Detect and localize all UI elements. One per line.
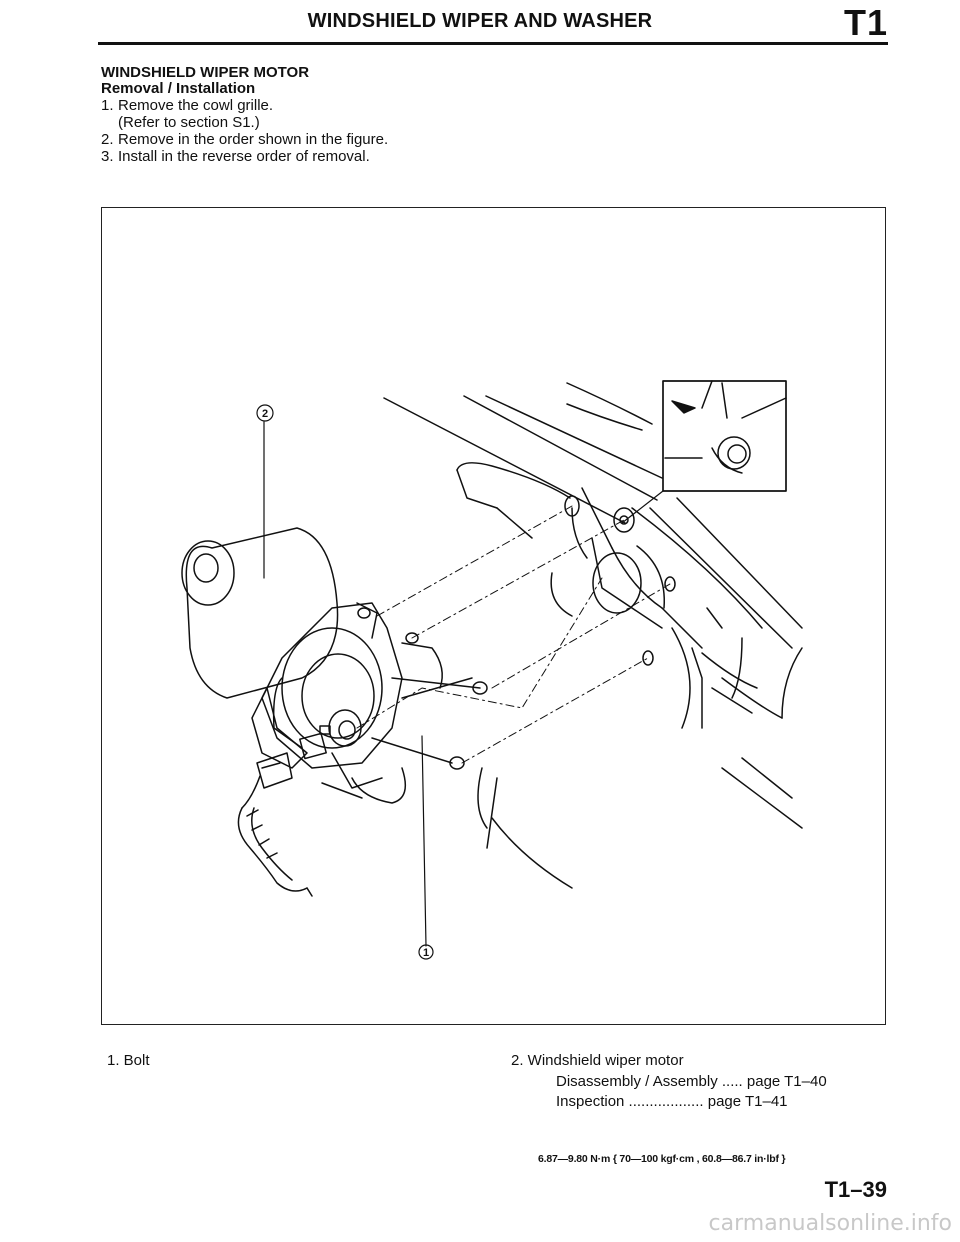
- mounting-holes: [550, 495, 676, 666]
- section-subtitle: Removal / Installation: [101, 80, 256, 97]
- torque-spec: 6.87—9.80 N·m { 70—100 kgf·cm , 60.8—86.…: [538, 1153, 786, 1165]
- legend-ref-inspection: Inspection .................. page T1–41: [556, 1093, 788, 1110]
- wire-harness: [237, 752, 313, 897]
- legend-item-wiper-motor: 2. Windshield wiper motor: [511, 1052, 684, 1069]
- legend-ref-disassembly: Disassembly / Assembly ..... page T1–40: [556, 1073, 827, 1090]
- page-number: T1–39: [824, 1177, 887, 1202]
- step-2: 2.Remove in the order shown in the figur…: [101, 131, 388, 148]
- step-text: Remove the cowl grille.: [118, 97, 274, 114]
- callout-circles: [256, 404, 434, 960]
- step-number: 3.: [101, 148, 114, 165]
- wiper-motor-assembly: [181, 527, 488, 804]
- header-rule: [98, 42, 888, 45]
- step-text: Install in the reverse order of removal.: [118, 148, 370, 165]
- section-title: WINDSHIELD WIPER MOTOR: [101, 64, 310, 81]
- section-code: T1: [843, 2, 888, 43]
- wiper-motor-figure: 2 1 6.87—9.80 N·m { 70—100 kgf·cm , 60.8…: [101, 207, 886, 1165]
- step-1: 1.Remove the cowl grille.: [101, 97, 273, 114]
- watermark: carmanualsonline.info: [708, 1211, 952, 1236]
- callout-1-label: 1: [423, 947, 429, 959]
- callout-leaders: [263, 421, 427, 947]
- body-panel-lines: [383, 382, 803, 889]
- step-text: Remove in the order shown in the figure.: [118, 131, 389, 148]
- exploded-view-diagram: 2 1: [181, 380, 803, 960]
- detail-inset: [621, 380, 787, 524]
- step-1-note: (Refer to section S1.): [101, 114, 260, 131]
- step-text: (Refer to section S1.): [118, 114, 260, 131]
- page-header-title: WINDSHIELD WIPER AND WASHER: [307, 10, 653, 32]
- step-number: 2.: [101, 131, 114, 148]
- callout-2-label: 2: [262, 408, 268, 420]
- installation-axis-lines: [356, 505, 671, 764]
- step-number: 1.: [101, 97, 114, 114]
- step-3: 3.Install in the reverse order of remova…: [101, 148, 370, 165]
- legend-item-bolt: 1. Bolt: [107, 1052, 150, 1069]
